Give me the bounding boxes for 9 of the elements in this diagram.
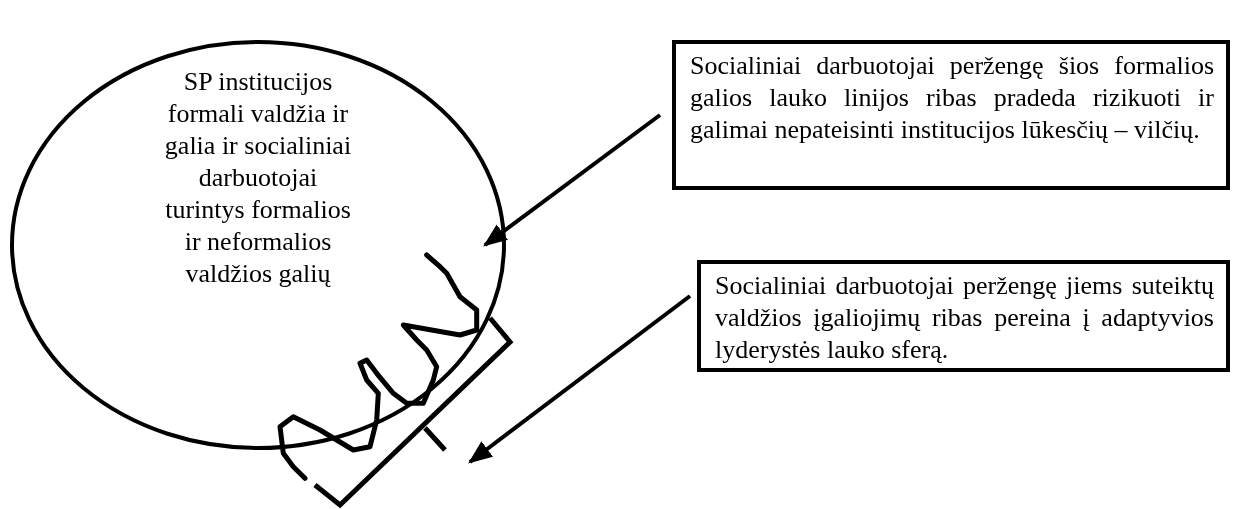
bracket-drawing	[312, 314, 515, 508]
circle-shape	[10, 40, 506, 450]
node-text: SP institucijos formali valdžia ir galia ir socialiniai darbuotojai turintys formalios ir neformalios valdžios galių	[163, 66, 353, 290]
arrow	[468, 294, 692, 464]
node-text: Socialiniai darbuotojai peržengę šios formalios galios lauko linijos ribas pradeda rizikuoti ir galimai nepateisinti institucijos lūkesčių – vilčių.	[690, 50, 1214, 146]
text-box	[697, 260, 1230, 372]
arrow	[483, 113, 662, 247]
node-text: Socialiniai darbuotojai peržengę jiems suteiktų valdžios įgaliojimų ribas pereina į adaptyvios lyderystės lauko sferą.	[715, 270, 1214, 366]
text-box	[672, 40, 1230, 190]
